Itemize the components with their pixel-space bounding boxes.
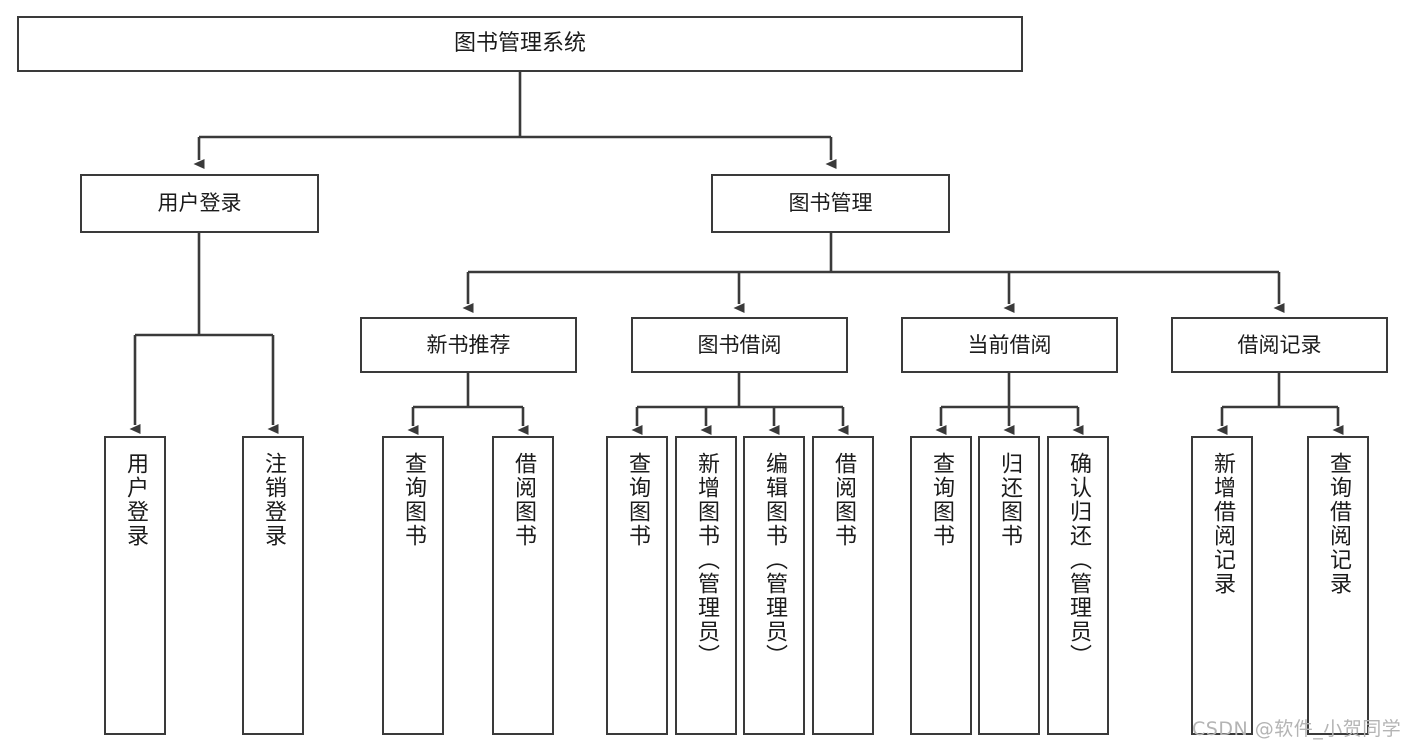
leaf-br-add-record[interactable]: 新增借阅记录: [1191, 436, 1253, 735]
leaf-bb-borrow-book-label: 借阅图书: [831, 452, 856, 548]
leaf-br-query-record-label: 查询借阅记录: [1326, 452, 1351, 596]
leaf-cb-query-book[interactable]: 查询图书: [910, 436, 972, 735]
leaf-br-add-record-label: 新增借阅记录: [1210, 452, 1235, 596]
leaf-bb-add-book[interactable]: 新增图书（管理员）: [675, 436, 737, 735]
leaf-bb-add-book-label: 新增图书（管理员）: [694, 452, 719, 668]
leaf-cb-confirm-return-label: 确认归还（管理员）: [1066, 452, 1091, 668]
leaf-bb-borrow-book[interactable]: 借阅图书: [812, 436, 874, 735]
node-borrow-record-label: 借阅记录: [1237, 332, 1322, 357]
leaf-bb-edit-book-label: 编辑图书（管理员）: [762, 452, 787, 668]
watermark: CSDN @软件_小贺同学: [1192, 718, 1402, 740]
node-book-borrow[interactable]: 图书借阅: [631, 317, 848, 373]
leaf-cb-return-book-label: 归还图书: [997, 452, 1022, 548]
leaf-br-query-record[interactable]: 查询借阅记录: [1307, 436, 1369, 735]
node-current-borrow-label: 当前借阅: [967, 332, 1052, 357]
node-current-borrow[interactable]: 当前借阅: [901, 317, 1118, 373]
node-new-book-recommend[interactable]: 新书推荐: [360, 317, 577, 373]
leaf-bb-edit-book[interactable]: 编辑图书（管理员）: [743, 436, 805, 735]
leaf-cb-query-book-label: 查询图书: [929, 452, 954, 548]
node-user-login-label: 用户登录: [157, 191, 242, 216]
leaf-cb-confirm-return[interactable]: 确认归还（管理员）: [1047, 436, 1109, 735]
leaf-bb-query-book[interactable]: 查询图书: [606, 436, 668, 735]
leaf-nb-borrow-book-label: 借阅图书: [511, 452, 536, 548]
node-borrow-record[interactable]: 借阅记录: [1171, 317, 1388, 373]
node-book-borrow-label: 图书借阅: [697, 332, 782, 357]
leaf-logout-label: 注销登录: [261, 452, 286, 548]
node-new-book-recommend-label: 新书推荐: [426, 332, 511, 357]
leaf-nb-query-book[interactable]: 查询图书: [382, 436, 444, 735]
leaf-nb-query-book-label: 查询图书: [401, 452, 426, 548]
leaf-bb-query-book-label: 查询图书: [625, 452, 650, 548]
node-root-label: 图书管理系统: [453, 31, 586, 57]
leaf-logout[interactable]: 注销登录: [242, 436, 304, 735]
leaf-user-login[interactable]: 用户登录: [104, 436, 166, 735]
node-book-manage[interactable]: 图书管理: [711, 174, 950, 233]
node-root[interactable]: 图书管理系统: [17, 16, 1023, 72]
leaf-nb-borrow-book[interactable]: 借阅图书: [492, 436, 554, 735]
leaf-cb-return-book[interactable]: 归还图书: [978, 436, 1040, 735]
node-book-manage-label: 图书管理: [788, 191, 873, 216]
node-user-login[interactable]: 用户登录: [80, 174, 319, 233]
leaf-user-login-label: 用户登录: [123, 452, 148, 548]
